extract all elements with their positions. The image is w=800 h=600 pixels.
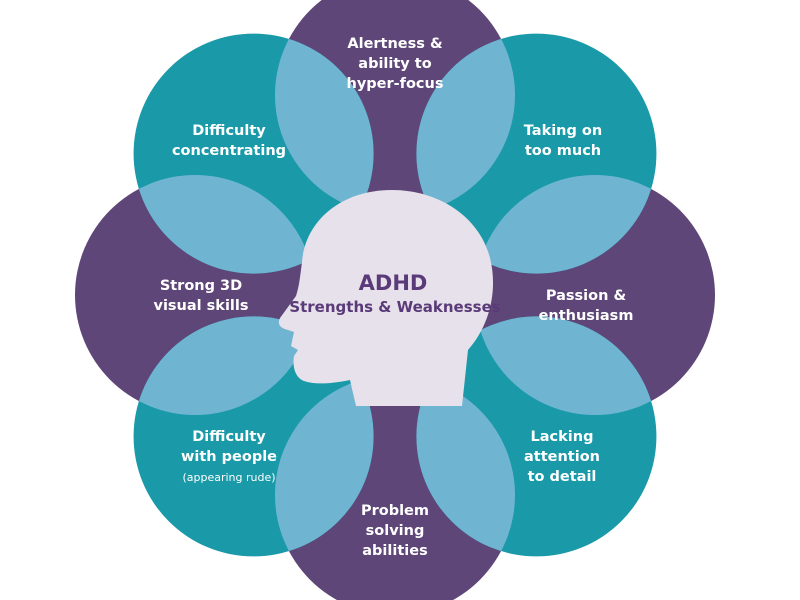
petal-label-line: Problem [361,503,429,519]
petal-label-line: Taking on [524,123,602,139]
petal-label-lacking-attention: Lacking attention to detail [524,429,600,485]
petal-label-line: visual skills [154,298,249,314]
petal-label-line: to detail [528,469,597,485]
petal-label-note: (appearing rude) [182,471,275,484]
center-label: ADHD Strengths & Weaknesses [289,271,500,316]
petal-label-line: Strong 3D [160,278,242,294]
petal-label-problem-solving: Problem solving abilities [361,503,429,559]
petal-label-line: attention [524,449,600,465]
petal-label-difficulty-concentrating: Difficulty concentrating [172,123,286,159]
center-subtitle: Strengths & Weaknesses [289,298,500,316]
petal-label-line: Difficulty [192,429,266,445]
petal-label-line: Passion & [546,288,627,304]
petal-label-strong-3d: Strong 3D visual skills [154,278,249,314]
petal-label-difficulty-people: Difficulty with people (appearing rude) [181,429,277,484]
petal-label-alertness: Alertness & ability to hyper-focus [347,36,444,92]
petal-label-line: Alertness & [347,36,443,52]
head-silhouette-icon [278,190,494,406]
petal-label-passion: Passion & enthusiasm [539,288,634,324]
petal-label-line: solving [366,523,425,539]
center-title: ADHD [359,271,428,295]
petal-label-line: enthusiasm [539,308,634,324]
petal-label-line: hyper-focus [347,76,444,92]
petal-label-line: ability to [358,56,431,72]
petal-label-line: Lacking [531,429,594,445]
petal-label-line: too much [525,143,601,159]
petal-label-line: abilities [362,543,427,559]
petal-label-line: concentrating [172,143,286,159]
petal-label-line: Difficulty [192,123,266,139]
petal-label-taking-on: Taking on too much [524,123,602,159]
petal-label-line: with people [181,449,277,465]
